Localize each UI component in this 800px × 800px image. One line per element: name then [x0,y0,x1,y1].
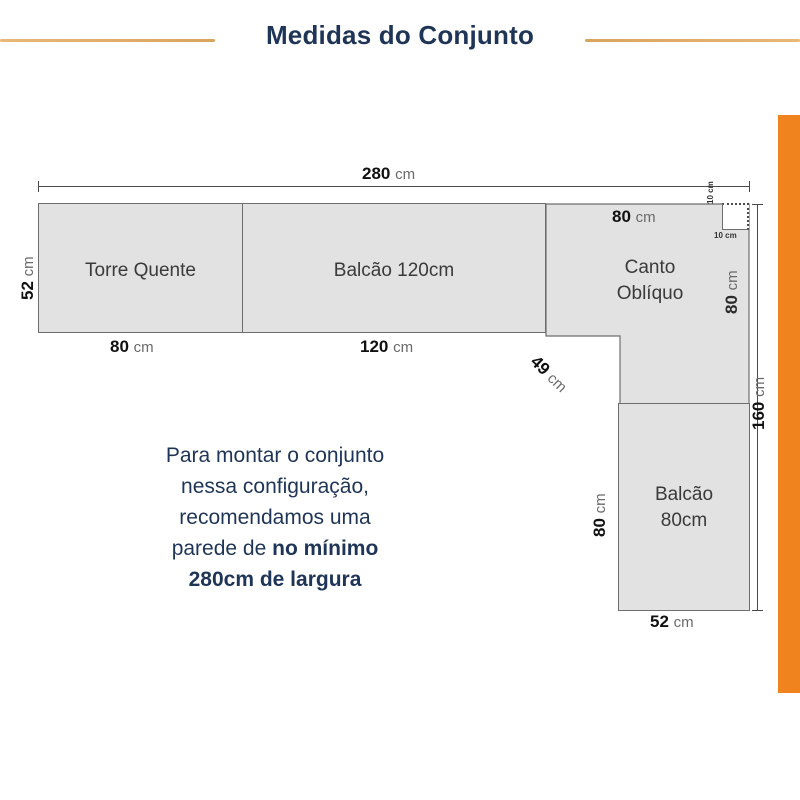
dimension-balcao80-width: 52 cm [650,612,694,632]
piece-canto-obliquo-label: Canto Oblíquo [585,255,715,307]
assembly-note: Para montar o conjunto nessa configuraçã… [80,440,470,595]
dimension-balcao80-height-unit: cm [592,493,609,514]
dimension-notch-horizontal: 10 cm [714,231,737,240]
assembly-note-line-1: Para montar o conjunto [165,444,385,467]
dimension-balcao120-width: 120 cm [360,337,413,357]
dimension-total-width-value: 280 [362,164,391,183]
assembly-note-line-5: 280cm de largura [80,564,470,595]
dimension-torre-width-value: 80 [110,337,129,356]
piece-canto-obliquo-label-line1: Canto [624,257,676,278]
dimension-notch-horizontal-value: 10 [714,231,723,240]
dimension-tick-left [38,181,39,192]
dimension-balcao120-width-unit: cm [393,339,414,356]
dimension-balcao80-width-value: 52 [650,612,669,631]
dimension-tick-top [752,204,763,205]
piece-balcao-120-label: Balcão 120cm [333,260,455,281]
dimension-canto-top-width-value: 80 [612,207,631,226]
dimension-canto-right-height-unit: cm [724,270,741,291]
dimension-line-total-width [38,186,750,187]
dimension-tick-bottom [752,610,763,611]
dimension-balcao120-width-value: 120 [360,337,389,356]
dimension-tick-right [749,181,750,192]
piece-balcao-120: Balcão 120cm [242,203,546,333]
piece-torre-quente-label: Torre Quente [85,260,196,281]
assembly-note-line-4-strong: no mínimo [272,537,379,560]
accent-side-bar [778,115,800,693]
header-rule-right [585,39,800,42]
dimension-total-width-unit: cm [395,166,416,183]
dimension-canto-top-width: 80 cm [612,207,656,227]
dimension-notch-vertical-value: 10 [706,195,715,204]
page-title: Medidas do Conjunto [265,20,535,50]
assembly-note-line-4-prefix: parede de [171,537,273,560]
piece-balcao-80-label-line2: 80cm [660,510,708,531]
dimension-canto-right-height-value: 80 [722,295,741,314]
piece-balcao-80: Balcão 80cm [618,403,750,611]
dimension-torre-depth-value: 52 [18,281,37,300]
dimension-canto-right-height: 80 cm [722,270,742,314]
assembly-note-line-2: nessa configuração, [181,475,369,498]
dimension-torre-width-unit: cm [133,339,154,356]
dimension-torre-width: 80 cm [110,337,154,357]
assembly-note-line-5-strong: 280cm de largura [188,568,362,591]
dimension-balcao80-height-value: 80 [590,518,609,537]
assembly-note-line-3: recomendamos uma [179,506,371,529]
dimension-notch-vertical-unit: cm [706,181,715,193]
dimension-canto-top-width-unit: cm [635,209,656,226]
piece-balcao-80-label: Balcão 80cm [619,482,749,534]
dimension-torre-depth-unit: cm [20,256,37,277]
assembly-note-line-4: parede de no mínimo [80,533,470,564]
header-rule-left [0,39,215,42]
piece-canto-obliquo-label-line2: Oblíquo [616,283,684,304]
dimension-balcao80-height: 80 cm [590,493,610,537]
dimension-line-total-height [757,204,758,611]
dimension-torre-depth: 52 cm [18,256,38,300]
piece-balcao-80-label-line1: Balcão [654,484,714,505]
dimension-total-width: 280 cm [362,164,415,184]
notch-cutout [722,203,749,230]
piece-torre-quente: Torre Quente [38,203,243,333]
dimension-notch-horizontal-unit: cm [725,231,737,240]
dimension-notch-vertical: 10 cm [706,181,715,204]
dimension-balcao80-width-unit: cm [673,614,694,631]
